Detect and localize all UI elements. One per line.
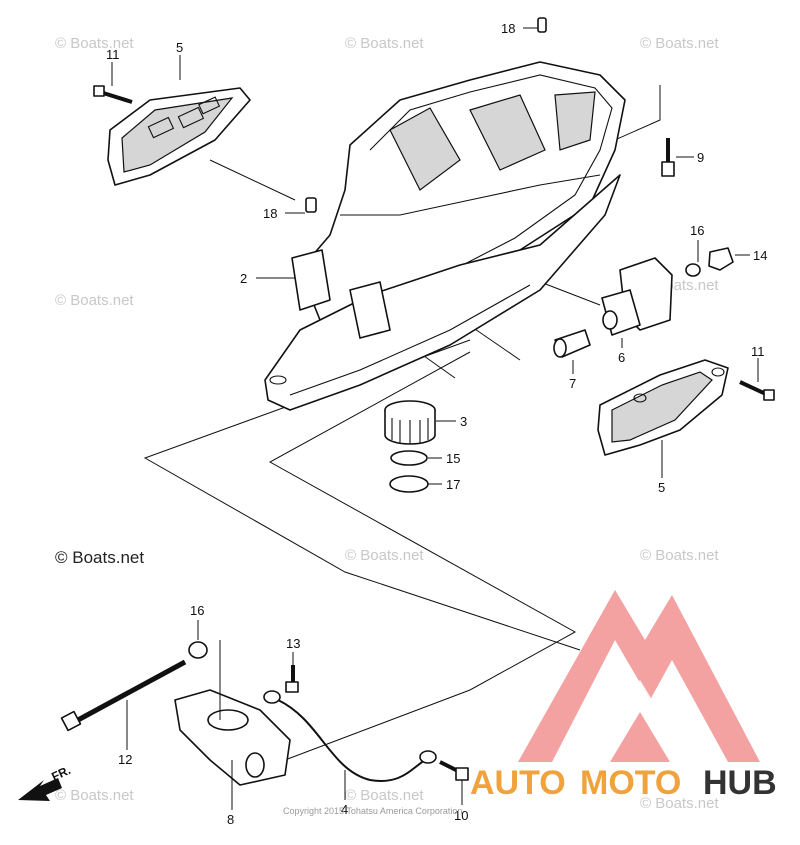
watermark-text: © Boats.net [55, 35, 134, 52]
mount-6 [601, 257, 673, 336]
watermark-text: © Boats.net [55, 787, 134, 804]
callout-leaders [111, 27, 759, 810]
watermarks: © Boats.net © Boats.net © Boats.net © Bo… [55, 35, 719, 812]
bearing-3 [384, 400, 436, 445]
watermark-text: © Boats.net [345, 787, 424, 804]
callout-7: 7 [569, 376, 576, 391]
bolt-13 [285, 665, 299, 693]
collar-7 [553, 329, 591, 358]
callout-10: 10 [454, 808, 468, 823]
callout-16: 16 [190, 603, 204, 618]
bolt-10 [439, 760, 469, 781]
callout-2: 2 [240, 271, 247, 286]
callout-16: 16 [690, 223, 704, 238]
main-watermark: © Boats.net [55, 548, 144, 567]
washer-16-lower [188, 641, 208, 659]
bolt-right [739, 380, 775, 401]
ground-cable-4 [263, 690, 437, 782]
callout-5: 5 [658, 480, 665, 495]
watermark-text: © Boats.net [640, 795, 719, 812]
bolt-upper-left [93, 85, 133, 104]
long-bolt-12 [60, 659, 187, 732]
callout-4: 4 [341, 802, 348, 817]
watermark-text: © Boats.net [345, 35, 424, 52]
logo-triangle-icon [518, 590, 760, 762]
drive-shaft-housing [264, 17, 626, 411]
callout-13: 13 [286, 636, 300, 651]
watermark-text: © Boats.net [55, 292, 134, 309]
logo-hub-text: HUB [703, 764, 777, 802]
callout-11: 11 [106, 47, 120, 62]
bracket-8 [174, 689, 291, 786]
side-cover-lower [597, 359, 729, 456]
callout-11: 11 [751, 344, 765, 359]
copyright-text: Copyright 2015 Tohatsu America Corporati… [283, 806, 462, 816]
washer-15 [390, 450, 428, 466]
callout-12: 12 [118, 752, 132, 767]
callout-6: 6 [618, 350, 625, 365]
logo-moto-text: MOTO [580, 764, 681, 802]
callout-8: 8 [227, 812, 234, 827]
watermark-text: © Boats.net [640, 547, 719, 564]
callout-17: 17 [446, 477, 460, 492]
circlip-17 [389, 475, 429, 493]
callout-15: 15 [446, 451, 460, 466]
logo-auto-text: AUTO [470, 764, 566, 802]
callout-14: 14 [753, 248, 767, 263]
callout-18: 18 [263, 206, 277, 221]
watermark-text: © Boats.net [345, 547, 424, 564]
callout-3: 3 [460, 414, 467, 429]
bolt-9 [661, 138, 675, 177]
washer-16 [685, 263, 701, 277]
callout-5: 5 [176, 40, 183, 55]
nut-14 [708, 247, 734, 271]
callout-9: 9 [697, 150, 704, 165]
callout-labels: 11 5 18 9 18 16 14 2 6 11 7 3 15 17 5 16… [106, 21, 767, 827]
automotohub-logo: AUTO MOTO HUB [470, 590, 777, 802]
watermark-text: © Boats.net [640, 35, 719, 52]
side-cover-upper [107, 87, 251, 186]
forward-label: FR. [49, 763, 72, 784]
callout-18: 18 [501, 21, 515, 36]
